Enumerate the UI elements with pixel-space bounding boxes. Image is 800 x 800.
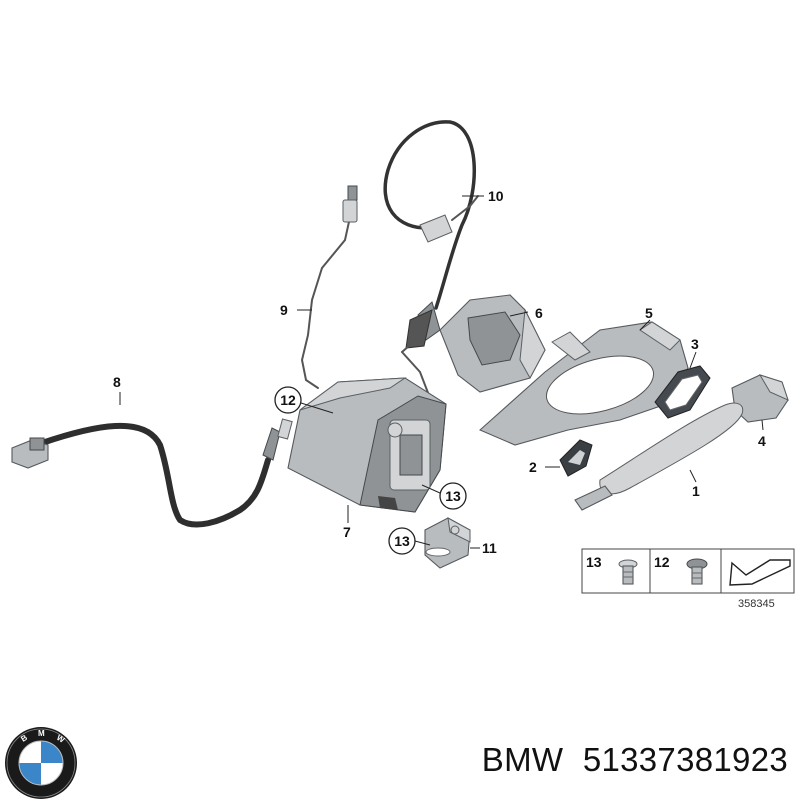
callout-label-11: 11 <box>482 540 497 556</box>
svg-text:W: W <box>55 733 67 745</box>
callout-labels: 8 9 10 6 5 3 4 2 1 7 11 12 13 13 <box>113 188 766 556</box>
svg-text:B: B <box>19 733 29 744</box>
callout-label-7: 7 <box>343 524 351 540</box>
carrier-part-5 <box>478 321 689 446</box>
caption: BMW 51337381923 <box>482 741 788 779</box>
callout-label-12: 12 <box>280 392 296 408</box>
callout-circle-13a <box>421 482 467 510</box>
callout-label-9: 9 <box>280 302 288 318</box>
legend-label-12: 12 <box>654 554 670 570</box>
callout-label-5: 5 <box>645 305 653 321</box>
callout-circle-12 <box>274 386 334 414</box>
callout-label-13b: 13 <box>394 533 410 549</box>
callout-circle-13b <box>388 527 431 555</box>
callout-label-10: 10 <box>488 188 504 204</box>
bezel-part-6 <box>439 294 546 393</box>
screw-12-icon <box>686 558 708 585</box>
screw-legend: 13 12 358345 <box>581 548 795 610</box>
reference-arrow-icon <box>729 559 791 586</box>
bmw-logo-icon: B M W <box>5 727 77 799</box>
caption-part-number: 51337381923 <box>582 741 788 778</box>
callout-label-4: 4 <box>758 433 766 449</box>
door-lock-part-7 <box>287 377 447 513</box>
callout-label-2: 2 <box>529 459 537 475</box>
callout-label-3: 3 <box>691 336 699 352</box>
seal-part-2 <box>559 439 593 477</box>
callout-label-1: 1 <box>692 483 700 499</box>
caption-brand: BMW <box>481 741 564 778</box>
cable-assembly-part-8 <box>11 418 293 528</box>
bracket-part-11 <box>424 517 471 569</box>
callout-label-6: 6 <box>535 305 543 321</box>
legend-label-13: 13 <box>586 554 602 570</box>
drawing-number: 358345 <box>738 598 775 610</box>
brand-row: B M W BMW 51337381923 <box>0 715 800 800</box>
screw-13-icon <box>618 559 638 585</box>
callout-label-8: 8 <box>113 374 121 390</box>
handle-part-1 <box>574 402 744 511</box>
rod-part-9 <box>300 185 358 389</box>
svg-text:M: M <box>38 729 45 738</box>
gasket-part-3 <box>654 365 711 419</box>
bowden-cable-part-10 <box>383 120 479 399</box>
leader-lines <box>119 195 764 549</box>
callout-label-13a: 13 <box>445 488 461 504</box>
